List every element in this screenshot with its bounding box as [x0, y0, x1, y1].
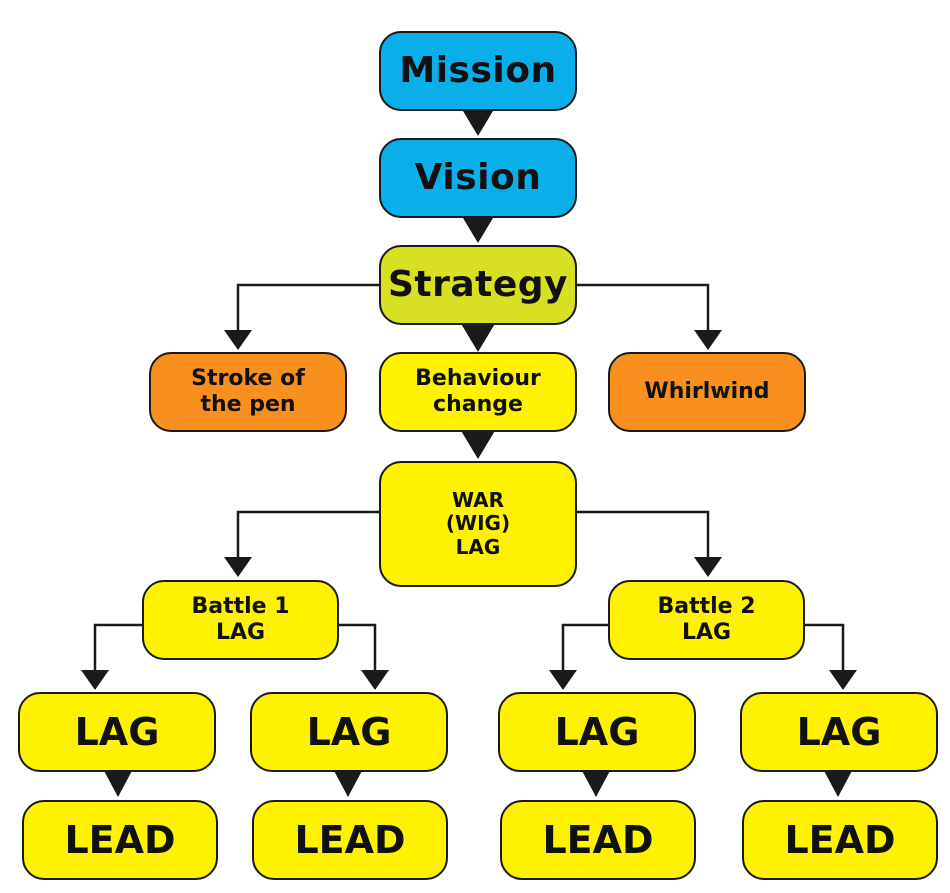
- stroke-of-the-pen-line-1: Stroke of: [191, 366, 305, 392]
- stroke-of-the-pen-line-2: the pen: [200, 392, 296, 417]
- lead-label-4: LEAD: [784, 817, 896, 862]
- vision-label: Vision: [414, 156, 542, 198]
- lag-label-4: LAG: [796, 709, 882, 754]
- arrowhead-mission-vision: [460, 106, 496, 136]
- lead-box-2: LEAD: [252, 800, 448, 880]
- stroke-of-the-pen-box: Stroke of the pen: [149, 352, 347, 432]
- connector-war-battle2: [577, 510, 710, 562]
- arrowhead-strategy-behaviour: [460, 322, 496, 352]
- connector-battle1-lag1: [93, 623, 143, 672]
- arrowhead-lag1-lead1: [102, 767, 134, 797]
- arrowhead-whirlwind: [694, 330, 722, 350]
- war-line-3: LAG: [455, 534, 501, 559]
- lag-box-1: LAG: [18, 692, 216, 772]
- lag-box-4: LAG: [740, 692, 938, 772]
- lag-box-3: LAG: [498, 692, 696, 772]
- behaviour-change-line-1: Behaviour: [415, 366, 541, 392]
- battle-1-line-2: LAG: [215, 620, 266, 645]
- lag-label-1: LAG: [74, 709, 160, 754]
- lead-label-1: LEAD: [64, 817, 176, 862]
- strategy-label: Strategy: [387, 263, 569, 305]
- arrowhead-vision-strategy: [460, 213, 496, 243]
- arrowhead-lag1: [81, 670, 109, 690]
- lead-box-1: LEAD: [22, 800, 218, 880]
- lag-label-3: LAG: [554, 709, 640, 754]
- connector-strategy-stroke: [236, 283, 380, 335]
- connector-war-battle1: [236, 510, 380, 562]
- battle-2-line-1: Battle 2: [657, 594, 756, 620]
- connector-strategy-whirlwind: [577, 283, 710, 335]
- connector-battle1-lag2: [338, 623, 377, 672]
- arrowhead-stroke: [224, 330, 252, 350]
- vision-box: Vision: [379, 138, 577, 218]
- arrowhead-lag4: [829, 670, 857, 690]
- battle-2-box: Battle 2 LAG: [608, 580, 805, 660]
- lead-box-4: LEAD: [742, 800, 938, 880]
- whirlwind-label: Whirlwind: [644, 379, 770, 405]
- arrowhead-behaviour-war: [460, 429, 496, 459]
- mission-box: Mission: [379, 31, 577, 111]
- lead-box-3: LEAD: [500, 800, 696, 880]
- war-line-1: WAR: [451, 487, 505, 512]
- mission-label: Mission: [399, 49, 557, 91]
- strategy-box: Strategy: [379, 245, 577, 325]
- lag-box-2: LAG: [250, 692, 448, 772]
- lead-label-3: LEAD: [542, 817, 654, 862]
- arrowhead-battle2: [694, 557, 722, 577]
- connector-battle2-lag3: [561, 623, 608, 672]
- arrowhead-lag2: [361, 670, 389, 690]
- connector-battle2-lag4: [804, 623, 845, 672]
- arrowhead-lag2-lead2: [332, 767, 364, 797]
- war-line-2: (WIG): [445, 511, 511, 536]
- arrowhead-battle1: [224, 557, 252, 577]
- arrowhead-lag3-lead3: [580, 767, 612, 797]
- behaviour-change-box: Behaviour change: [379, 352, 577, 432]
- behaviour-change-line-2: change: [433, 392, 523, 417]
- lag-label-2: LAG: [306, 709, 392, 754]
- war-wig-lag-box: WAR (WIG) LAG: [379, 461, 577, 587]
- battle-1-box: Battle 1 LAG: [142, 580, 339, 660]
- arrowhead-lag4-lead4: [822, 767, 854, 797]
- lead-label-2: LEAD: [294, 817, 406, 862]
- whirlwind-box: Whirlwind: [608, 352, 806, 432]
- battle-1-line-1: Battle 1: [191, 594, 290, 620]
- battle-2-line-2: LAG: [681, 620, 732, 645]
- arrowhead-lag3: [549, 670, 577, 690]
